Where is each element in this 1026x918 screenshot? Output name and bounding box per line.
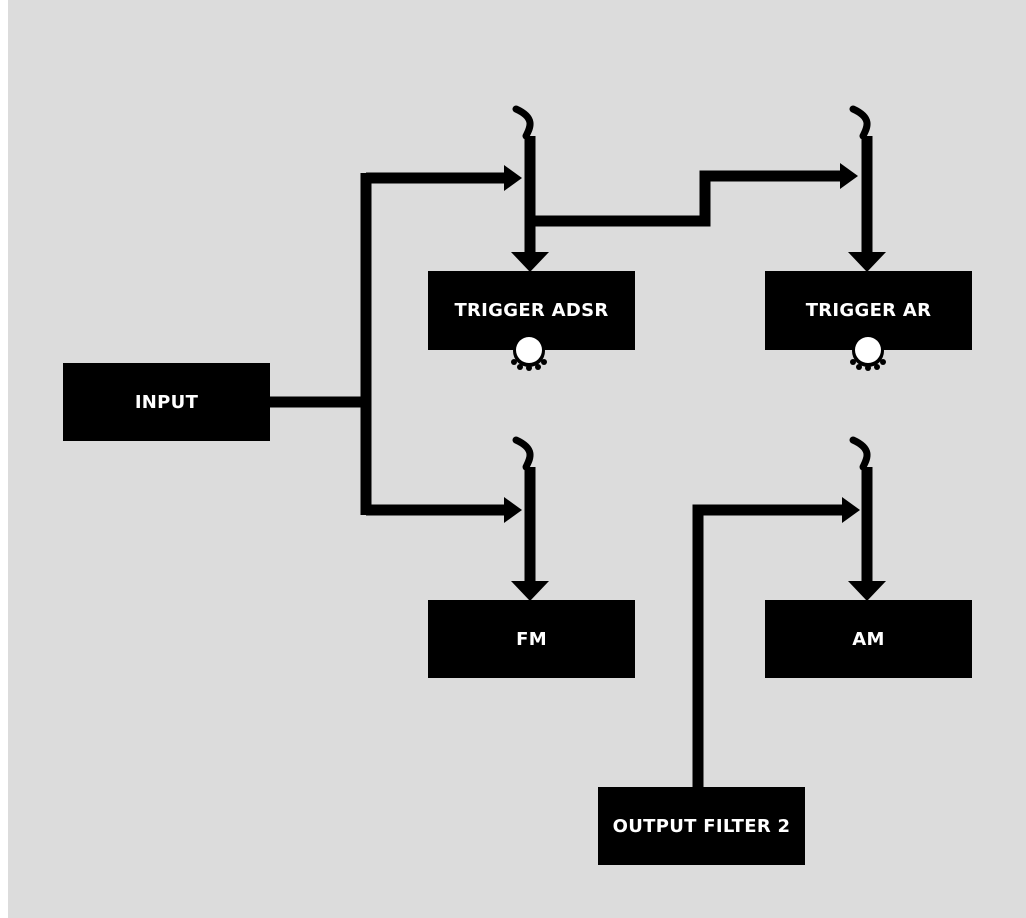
trigger-ar-label: TRIGGER AR — [805, 300, 932, 321]
input-label: INPUT — [134, 391, 199, 413]
arrow-head-adsr-in — [504, 165, 522, 191]
arrow-head-am-in — [842, 497, 860, 523]
cable-filter-to-am — [692, 504, 842, 787]
patch-jack-icon — [512, 105, 534, 140]
am-module[interactable]: AM — [765, 600, 972, 678]
am-label: AM — [852, 628, 885, 650]
output-filter-label: OUTPUT FILTER 2 — [612, 815, 791, 837]
cable-adsr-to-ar — [531, 170, 840, 227]
patch-canvas — [8, 0, 1026, 918]
arrow-head-am-down — [848, 581, 886, 601]
patch-jack-icon — [849, 105, 871, 140]
arrow-head-fm-in — [504, 497, 522, 523]
knob-icon[interactable] — [850, 335, 886, 371]
arrow-head-adsr-down — [511, 252, 549, 272]
arrow-head-ar-in — [840, 163, 858, 189]
trigger-ar-module[interactable]: TRIGGER AR — [765, 271, 972, 350]
fm-module[interactable]: FM — [428, 600, 635, 678]
arrow-head-ar-down — [848, 252, 886, 272]
knob-icon[interactable] — [511, 335, 547, 371]
patch-jack-icon — [849, 436, 871, 471]
patch-jack-icon — [512, 436, 534, 471]
output-filter-module[interactable]: OUTPUT FILTER 2 — [598, 787, 805, 865]
arrow-head-fm-down — [511, 581, 549, 601]
trigger-adsr-label: TRIGGER ADSR — [454, 300, 609, 321]
input-module[interactable]: INPUT — [63, 363, 270, 441]
fm-label: FM — [516, 628, 547, 650]
